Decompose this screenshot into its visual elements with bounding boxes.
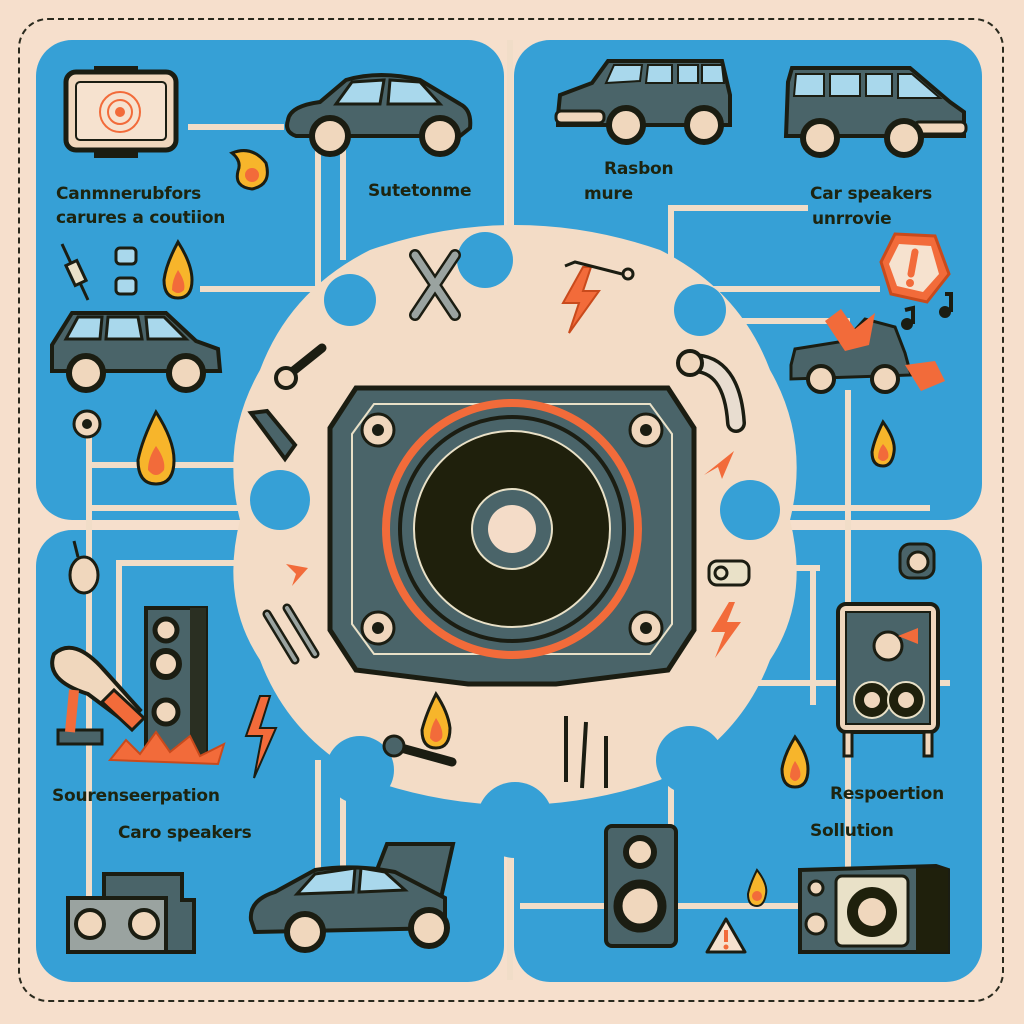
subwoofer-cabinet-icon: [836, 602, 940, 758]
minivan-icon: [783, 66, 968, 158]
label-top-right-b-line2: unrrovie: [812, 209, 892, 229]
connector-line: [680, 286, 880, 292]
label-top-center: Sutetonme: [368, 181, 472, 201]
open-trunk-car-icon: [248, 842, 456, 953]
bookshelf-speaker-icon: [604, 824, 678, 948]
bulb-icon: [68, 540, 100, 595]
label-top-right-b-line1: Car speakers: [810, 184, 933, 204]
target-node-icon: [72, 409, 102, 439]
label-bottom-right-line2: Sollution: [810, 821, 894, 841]
label-bottom-right-line1: Respoertion: [830, 784, 945, 804]
connector-line: [116, 560, 122, 690]
connector-line: [340, 140, 346, 260]
probe-icon: [564, 716, 608, 789]
warning-shield-icon: [879, 232, 951, 304]
connector-line: [86, 505, 286, 511]
connector-line: [507, 40, 513, 240]
spanner-icon: [274, 343, 327, 390]
cable-icon: [564, 260, 635, 281]
wrench-pair-icon: [262, 603, 320, 665]
lightning-icon: [711, 602, 741, 658]
music-note-icon: [901, 292, 953, 330]
label-top-left-line1: Canmnerubfors: [56, 184, 202, 204]
monitor-icon: [63, 66, 179, 158]
flame-icon: [229, 149, 269, 191]
pipe-icon: [676, 349, 746, 433]
connector-line: [116, 560, 296, 566]
wrench-icon: [409, 249, 461, 321]
flame-icon: [746, 868, 768, 908]
box-speaker-icon: [798, 863, 950, 954]
flame-icon: [420, 691, 452, 750]
boombox-icon: [66, 872, 196, 954]
plug-icon: [707, 559, 751, 587]
flame-icon: [162, 239, 194, 300]
label-top-right-a-line1: Rasbon: [604, 159, 674, 179]
label-top-left-line2: carures a coutiion: [56, 208, 226, 228]
connector-line: [200, 286, 380, 292]
label-top-right-a-line2: mure: [584, 184, 633, 204]
cable-plug-icon: [60, 243, 90, 301]
flame-icon: [780, 734, 810, 789]
small-speaker-icon: [898, 542, 936, 580]
lightning-icon: [244, 695, 278, 779]
connector-line: [730, 505, 930, 511]
connector-line: [315, 760, 321, 920]
crashed-car-icon: [789, 309, 945, 394]
arrow-spark-icon: [286, 564, 308, 586]
label-bottom-left-line2: Caro speakers: [118, 823, 252, 843]
drill-icon: [50, 645, 147, 746]
hammer-icon: [247, 408, 298, 463]
connector-line: [810, 565, 816, 705]
connector-line: [315, 140, 321, 300]
warning-triangle-icon: [705, 917, 747, 954]
flame-icon: [870, 419, 896, 468]
connector-line: [668, 205, 808, 211]
connector-line: [188, 124, 284, 130]
arrow-spark-icon: [704, 451, 734, 479]
connector-icon: [114, 246, 138, 296]
lightning-icon: [561, 266, 601, 334]
dashed-border: [18, 18, 1004, 1002]
van-icon: [554, 59, 732, 145]
connector-line: [740, 318, 850, 324]
connector-line: [507, 780, 513, 980]
hatchback-car-icon: [50, 311, 223, 393]
explosion-icon: [107, 730, 226, 766]
sedan-car-icon: [285, 73, 473, 157]
car-speaker-icon: [327, 385, 697, 687]
flame-icon: [136, 408, 176, 486]
spanner-icon: [382, 734, 457, 767]
label-bottom-left-line1: Sourenseerpation: [52, 786, 220, 806]
connector-line: [340, 780, 346, 880]
connector-line: [668, 205, 674, 265]
